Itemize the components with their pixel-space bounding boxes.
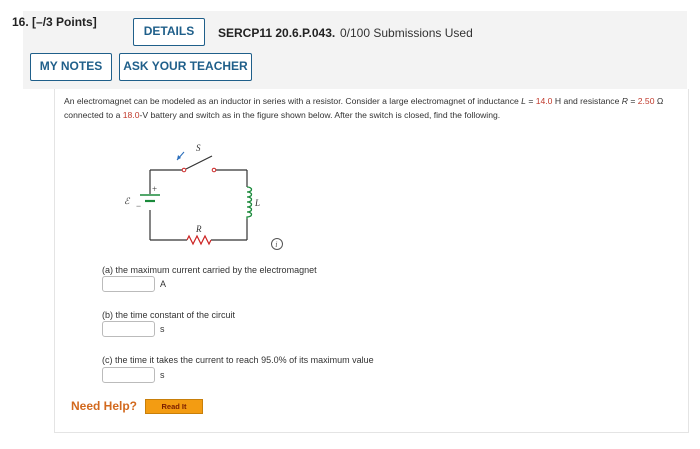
question-number-text: 16.	[12, 15, 29, 29]
submissions-used: 0/100 Submissions Used	[340, 26, 473, 40]
part-b-unit: s	[160, 324, 165, 334]
svg-text:i: i	[275, 240, 277, 249]
part-c-answer-input[interactable]	[102, 367, 155, 383]
my-notes-button[interactable]: MY NOTES	[30, 53, 112, 81]
problem-text-3: connected to a	[64, 110, 123, 120]
ask-your-teacher-button[interactable]: ASK YOUR TEACHER	[119, 53, 252, 81]
inductor-coil	[246, 186, 253, 219]
switch-contact-left	[181, 167, 187, 173]
inductance-unit: H	[552, 96, 562, 106]
resistance-symbol: R	[621, 96, 628, 106]
problem-code: SERCP11 20.6.P.043.	[218, 26, 336, 40]
problem-statement: An electromagnet can be modeled as an in…	[64, 94, 684, 122]
voltage-value: 18.0	[122, 110, 140, 120]
points-text: [–/3 Points]	[32, 15, 97, 29]
part-a-unit: A	[160, 279, 167, 289]
problem-text-2: and resistance	[561, 96, 622, 106]
battery-minus: −	[136, 201, 141, 211]
switch-arrow-head	[177, 155, 181, 160]
inductor-label: L	[254, 198, 260, 208]
need-help-label: Need Help?	[71, 399, 138, 413]
inductance-value: 14.0	[535, 96, 553, 106]
resistor-label: R	[195, 224, 202, 234]
part-b-answer-input[interactable]	[102, 321, 155, 337]
part-a-answer-input[interactable]	[102, 276, 155, 292]
question-number: 16. [–/3 Points]	[12, 15, 97, 29]
equals-sign: =	[525, 96, 536, 106]
problem-text-4: -V battery and switch as in the figure s…	[139, 110, 501, 120]
part-a-label: (a) the maximum current carried by the e…	[102, 265, 317, 275]
circuit-diagram: S + − ℰ L R	[124, 143, 260, 246]
question-panel	[54, 89, 689, 433]
part-b-label: (b) the time constant of the circuit	[102, 310, 236, 320]
switch-blade	[185, 155, 213, 170]
switch-label: S	[196, 143, 201, 153]
problem-text-1: An electromagnet can be modeled as an in…	[64, 96, 522, 106]
resistor-zigzag	[186, 234, 212, 246]
resistance-value: 2.50	[637, 96, 655, 106]
inductance-symbol: L	[521, 96, 526, 106]
battery-plus: +	[152, 184, 157, 194]
switch-contact-right	[211, 167, 217, 173]
resistance-unit: Ω	[654, 96, 664, 106]
emf-label: ℰ	[124, 196, 131, 206]
read-it-button[interactable]: Read It	[145, 399, 203, 414]
info-icon[interactable]: i	[270, 237, 284, 251]
part-c-label: (c) the time it takes the current to rea…	[102, 355, 374, 365]
details-button[interactable]: DETAILS	[133, 18, 205, 46]
part-c-unit: s	[160, 370, 165, 380]
equals-sign-2: =	[627, 96, 638, 106]
